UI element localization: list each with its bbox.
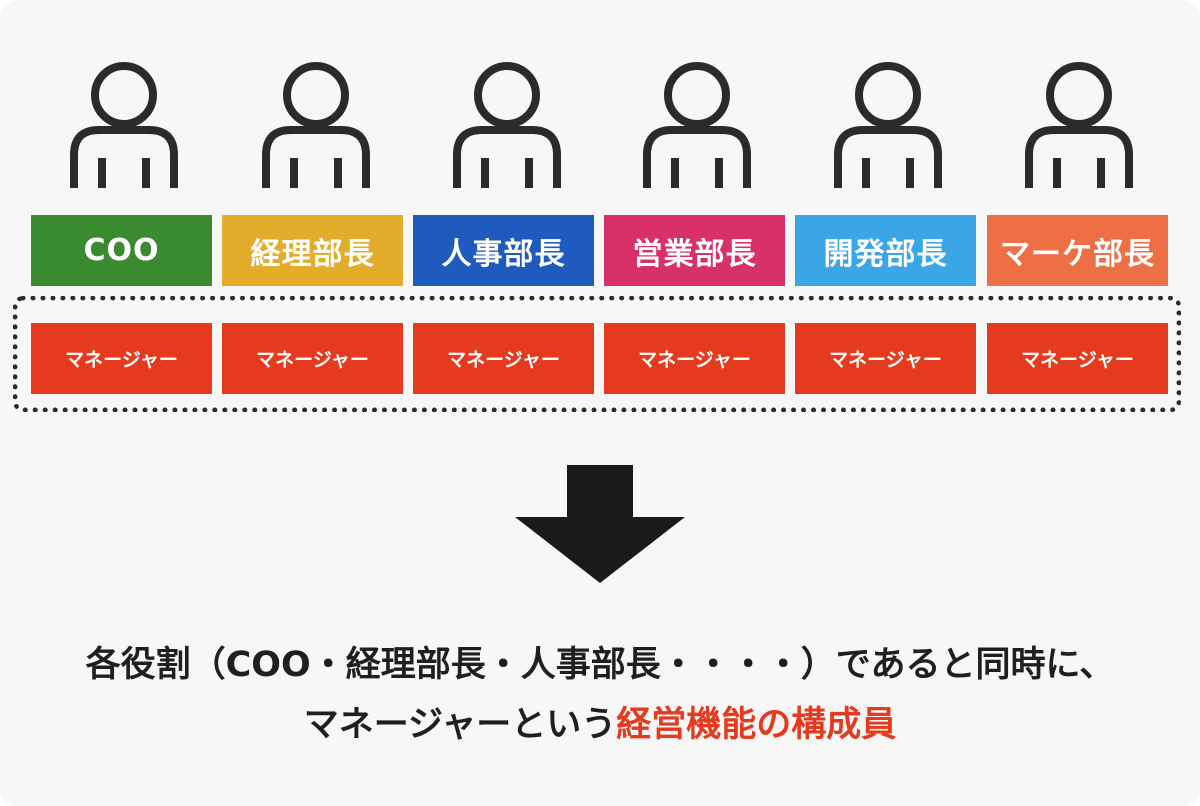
person-icon [256, 60, 376, 200]
role-box-marketing: マーケ部長 [987, 215, 1168, 286]
manager-box: マネージャー [31, 323, 212, 394]
person-icon [637, 60, 757, 200]
arrow-down-icon [515, 465, 685, 583]
caption-line-2-prefix: マネージャーという [303, 705, 617, 745]
manager-box: マネージャー [413, 323, 594, 394]
manager-group-frame [13, 296, 1181, 412]
role-box-coo: COO [31, 215, 212, 286]
role-box-hr: 人事部長 [413, 215, 594, 286]
role-box-accounting: 経理部長 [222, 215, 403, 286]
caption-line-1: 各役割（COO・経理部長・人事部長・・・・）であると同時に、 [85, 645, 1115, 685]
manager-box: マネージャー [987, 323, 1168, 394]
person-icon [1019, 60, 1139, 200]
person-icon [64, 60, 184, 200]
manager-box: マネージャー [604, 323, 785, 394]
caption-highlight: 経営機能の構成員 [616, 705, 897, 745]
person-icon [828, 60, 948, 200]
role-box-dev: 開発部長 [795, 215, 976, 286]
role-box-sales: 営業部長 [604, 215, 785, 286]
manager-box: マネージャー [795, 323, 976, 394]
caption-line-2: マネージャーという経営機能の構成員 [0, 696, 1200, 747]
person-icon [447, 60, 567, 200]
manager-box: マネージャー [222, 323, 403, 394]
